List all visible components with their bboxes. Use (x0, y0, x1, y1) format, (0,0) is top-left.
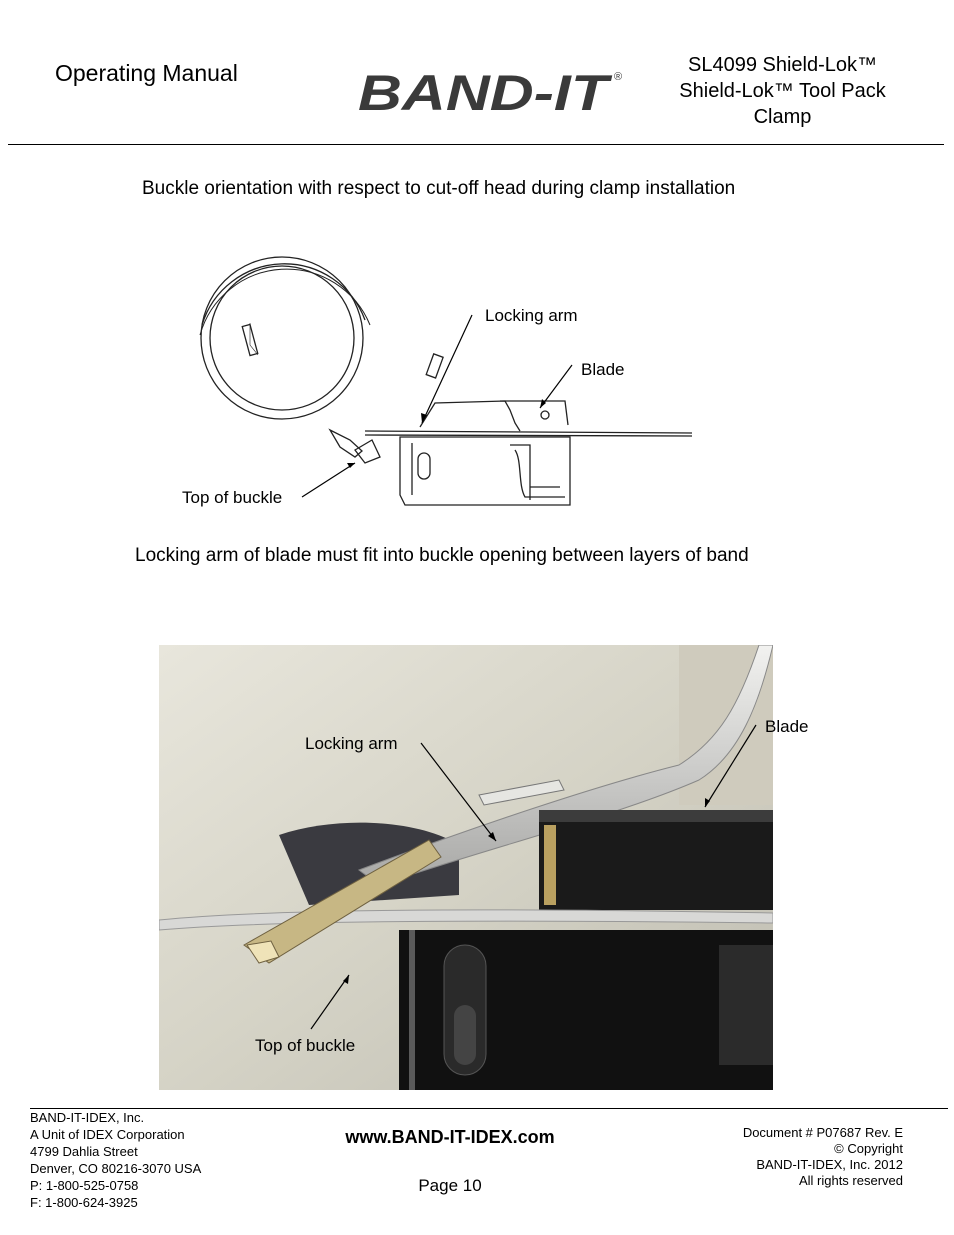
company-line: P: 1-800-525-0758 (30, 1178, 139, 1193)
company-line: F: 1-800-624-3925 (30, 1195, 138, 1210)
document-info: Document # P07687 Rev. E © Copyright BAN… (640, 1125, 903, 1189)
doc-line: BAND-IT-IDEX, Inc. 2012 (756, 1157, 903, 1172)
svg-text:BAND-IT: BAND-IT (358, 65, 613, 117)
website-link[interactable]: www.BAND-IT-IDEX.com (345, 1127, 555, 1147)
product-line-2: Shield-Lok™ Tool Pack (679, 80, 886, 102)
clamp-line-drawing (150, 225, 710, 530)
manual-title: Operating Manual (55, 60, 238, 86)
fig1-label-blade: Blade (581, 360, 625, 379)
footer-divider (30, 1108, 948, 1109)
page-number: Page 10 (418, 1176, 482, 1195)
company-line: BAND-IT-IDEX, Inc. (30, 1110, 145, 1125)
product-line-3: Clamp (753, 106, 812, 128)
fig1-label-locking-arm: Locking arm (485, 306, 578, 325)
fig2-label-top-of-buckle: Top of buckle (255, 1036, 356, 1055)
company-line: 4799 Dahlia Street (30, 1144, 138, 1159)
fig1-label-top-of-buckle: Top of buckle (182, 488, 283, 507)
doc-line: © Copyright (834, 1141, 903, 1156)
figure2-caption: Locking arm of blade must fit into buckl… (135, 545, 749, 566)
company-line: A Unit of IDEX Corporation (30, 1127, 185, 1142)
doc-line: All rights reserved (798, 1173, 903, 1188)
doc-line: Document # P07687 Rev. E (742, 1125, 903, 1140)
figure1-caption: Buckle orientation with respect to cut-o… (142, 178, 736, 199)
product-title: SL4099 Shield-Lok™ Shield-Lok™ Tool Pack… (660, 52, 905, 130)
product-line-1: SL4099 Shield-Lok™ (687, 54, 877, 76)
fig2-label-locking-arm: Locking arm (305, 734, 398, 753)
company-address: BAND-IT-IDEX, Inc. A Unit of IDEX Corpor… (30, 1109, 201, 1211)
clamp-photo (159, 645, 773, 1090)
company-line: Denver, CO 80216-3070 USA (30, 1161, 202, 1176)
svg-text:®: ® (614, 71, 622, 83)
band-it-logo: BAND-IT ® (358, 62, 628, 122)
header-divider (8, 144, 944, 145)
fig2-label-blade: Blade (765, 717, 809, 736)
